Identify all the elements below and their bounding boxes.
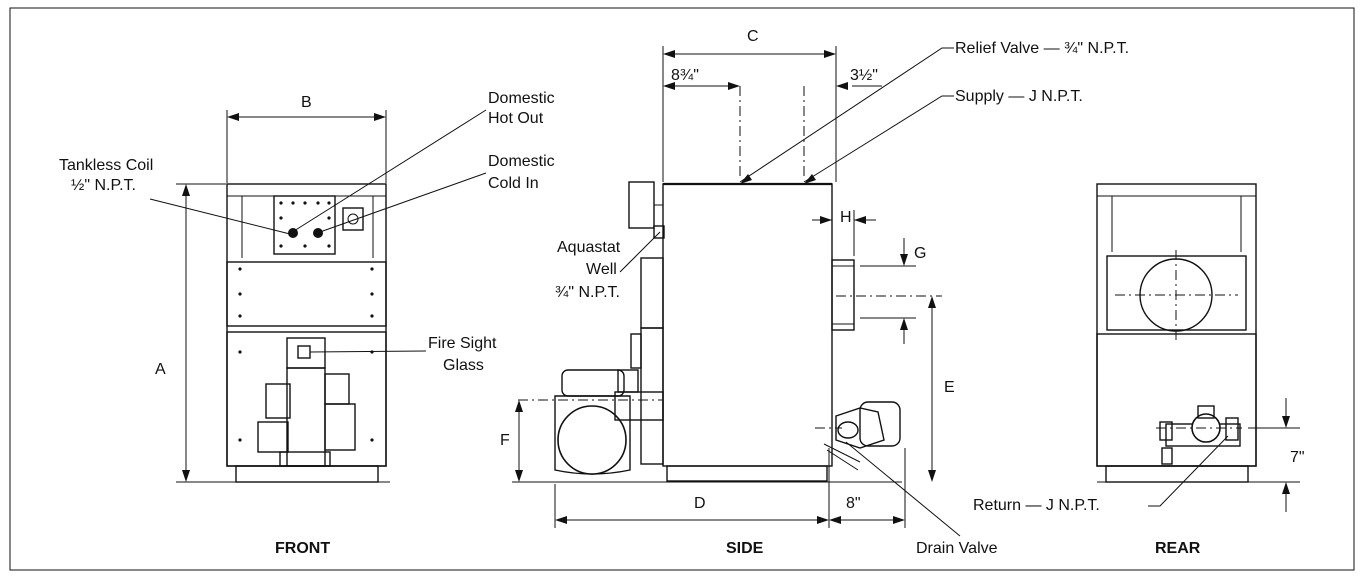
domestic-cold-in-label-1: Domestic [488,153,555,170]
fire-sight-leader [309,350,427,353]
side-base [666,465,828,482]
domestic-hot-out-label-1: Domestic [488,90,555,107]
dimension-d-label: D [694,495,706,512]
tankless-coil-plate [273,195,336,255]
dimension-7in-label: 7" [1290,449,1305,466]
aquastat-control [628,181,655,229]
domestic-cold-in-label-2: Cold In [488,175,539,192]
aquastat-size-label: ¾" N.P.T. [555,284,620,301]
dimension-b-label: B [301,94,312,111]
fire-sight-glass-icon [297,345,311,359]
tankless-leader [149,198,291,235]
dimension-e-label: E [944,379,955,396]
dimension-f-label: F [500,432,510,449]
dimension-c-label: C [747,28,759,45]
fire-sight-label-1: Fire Sight [428,335,497,352]
rear-base [1105,465,1249,483]
side-cabinet [662,183,833,467]
dimension-h-label: H [840,209,852,226]
dimension-g-label: G [914,245,926,262]
supply-leader [803,95,954,183]
fire-sight-label-2: Glass [443,357,484,374]
return-label: Return — J N.P.T. [973,497,1100,514]
front-base [235,465,379,483]
aquastat-label-2: Well [586,261,617,278]
tankless-coil-size-label: ½" N.P.T. [71,177,136,194]
view-title-rear: REAR [1155,540,1201,557]
tankless-coil-label: Tankless Coil [59,157,153,174]
hot-out-leader [293,109,487,232]
relief-valve-label: Relief Valve — ¾" N.P.T. [955,40,1129,57]
supply-label: Supply — J N.P.T. [955,88,1083,105]
dimension-8in-label: 8" [846,495,861,512]
front-burner [286,367,326,467]
view-title-side: SIDE [726,540,764,557]
front-lower-panel [226,331,387,467]
front-middle-panel [226,261,387,327]
drain-valve-leader [845,441,961,537]
diagram-frame [9,7,1355,571]
rear-view: 7" Return — J N.P.T. REAR [973,183,1305,557]
dimension-a-label: A [155,361,166,378]
aquastat-label-1: Aquastat [557,239,621,256]
aquastat-leader [619,231,661,273]
domestic-hot-out-label-2: Hot Out [488,110,544,127]
dimension-c-left-label: 8¾" [671,67,699,84]
front-view: A B Tankless Coil ½" N.P.T. Domestic Hot… [59,90,555,557]
front-cabinet [226,183,387,467]
drain-valve-label: Drain Valve [916,540,998,557]
return-leader [1148,435,1229,507]
cold-in-leader [319,172,487,233]
view-title-front: FRONT [275,540,330,557]
side-flue-outlet [831,259,855,331]
dimension-c-right-label: 3½" [850,67,878,84]
relief-valve-leader [739,47,954,183]
side-view: C 8¾" 3½" H G E F [500,28,1129,557]
